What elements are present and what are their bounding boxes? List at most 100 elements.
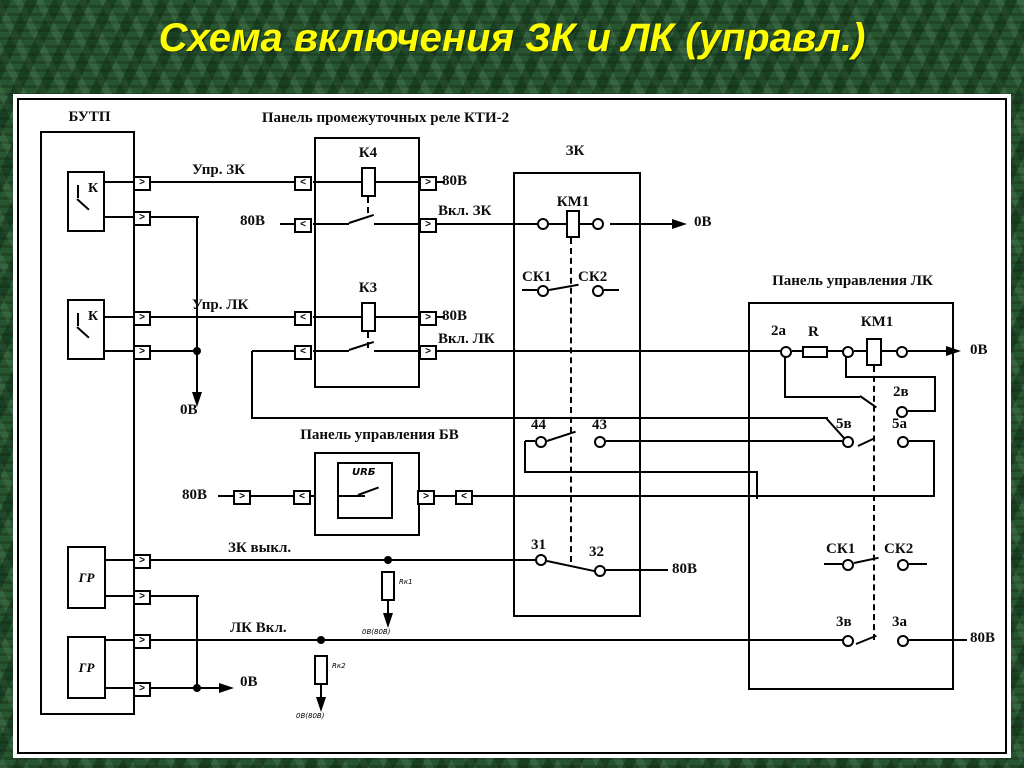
wire	[908, 350, 948, 352]
wire	[196, 351, 198, 393]
wire	[854, 350, 868, 352]
wire	[433, 495, 457, 497]
terminal	[842, 436, 854, 448]
junction-dot	[193, 347, 201, 355]
wire	[604, 289, 619, 291]
wire	[909, 563, 927, 565]
relay2-k-label: К	[88, 309, 99, 324]
wire-label-zk-vykl: ЗК выкл.	[228, 540, 292, 556]
wire	[471, 495, 935, 497]
contact-43-label: 43	[592, 417, 607, 433]
wire	[104, 687, 199, 689]
wire	[376, 316, 419, 318]
relay-link-dashed	[570, 238, 572, 562]
plug-icon: >	[419, 311, 437, 326]
socket-icon: <	[294, 345, 312, 360]
lk-sk2-label: СК2	[884, 541, 914, 557]
bv-urb-label: URБ	[352, 467, 376, 478]
plug-icon: >	[233, 490, 251, 505]
contact-32-label: 32	[589, 544, 604, 560]
zk-km1-coil	[566, 210, 580, 238]
wire	[252, 350, 297, 352]
wire	[313, 223, 349, 225]
plug-icon: >	[419, 218, 437, 233]
wire	[104, 639, 844, 641]
terminal-5a-label: 5а	[892, 416, 907, 432]
terminal	[594, 565, 606, 577]
wire	[249, 495, 295, 497]
lk-sk1-label: СК1	[826, 541, 856, 557]
arrow-down-icon	[383, 613, 393, 628]
butp-relay2-box	[67, 299, 105, 360]
junction-dot	[193, 684, 201, 692]
k4-label: К4	[358, 145, 378, 161]
wire	[909, 440, 935, 442]
gr1-label: ГР	[78, 569, 95, 585]
wire-label-upr-lk: Упр. ЛК	[192, 297, 249, 313]
k3-coil	[361, 302, 376, 332]
junction-dot	[317, 636, 325, 644]
zk-km1-label: КМ1	[556, 194, 590, 210]
wire	[522, 289, 537, 291]
resistor-r2-voltage: 0В(80В)	[296, 712, 325, 720]
relay1-k-label: К	[88, 181, 99, 196]
terminal	[537, 285, 549, 297]
lk-km1-coil	[866, 338, 882, 366]
socket-icon: <	[455, 490, 473, 505]
relay-link-dashed	[367, 332, 369, 348]
terminal	[592, 285, 604, 297]
wire	[933, 442, 935, 497]
terminal	[897, 635, 909, 647]
plug-icon: >	[133, 634, 151, 649]
terminal	[896, 406, 908, 418]
wire-label-80v: 80В	[442, 308, 468, 324]
contact-31-label: 31	[531, 537, 546, 553]
wire	[784, 396, 860, 398]
wire	[524, 471, 758, 473]
terminal	[896, 346, 908, 358]
resistor-r1-label: Rк1	[399, 578, 413, 586]
wire	[436, 316, 445, 318]
butp-gr2-box: ГР	[67, 636, 106, 699]
relay-switch-icon	[77, 313, 79, 326]
wire	[610, 223, 672, 225]
wire	[280, 223, 296, 225]
kti2-panel-box	[314, 137, 420, 388]
terminal	[780, 346, 792, 358]
lk-km1-label: КМ1	[860, 314, 894, 330]
resistor-r2	[314, 655, 328, 685]
wire	[104, 181, 297, 183]
wire-label-lk-vkl: ЛК Вкл.	[230, 620, 287, 636]
terminal	[535, 554, 547, 566]
wire	[313, 350, 349, 352]
resistor-r2-label: Rк2	[332, 662, 346, 670]
terminal	[842, 635, 854, 647]
wire-label-80v: 80В	[182, 487, 208, 503]
plug-icon: >	[133, 176, 151, 191]
plug-icon: >	[419, 176, 437, 191]
wire	[104, 559, 536, 561]
wire	[882, 350, 898, 352]
wire	[580, 223, 592, 225]
wire	[339, 495, 365, 497]
wire	[828, 350, 844, 352]
terminal-2v-label: 2в	[893, 384, 909, 400]
socket-icon: <	[294, 311, 312, 326]
relay-switch-icon	[77, 185, 79, 198]
terminal-3v-label: 3в	[836, 614, 852, 630]
wire	[104, 216, 199, 218]
terminal	[842, 559, 854, 571]
bv-title: Панель управления БВ	[300, 427, 459, 443]
wire	[908, 410, 936, 412]
contact-44-label: 44	[531, 417, 546, 433]
plug-icon: >	[133, 554, 151, 569]
wire-label-80v: 80В	[970, 630, 996, 646]
wire	[199, 687, 219, 689]
plug-icon: >	[133, 311, 151, 326]
terminal	[535, 436, 547, 448]
kti2-title: Панель промежуточных реле КТИ-2	[261, 110, 510, 126]
wire-label-0v: 0В	[970, 342, 988, 358]
wire-label-0v: 0В	[180, 402, 198, 418]
wire	[376, 181, 419, 183]
wire-label-vkl-lk: Вкл. ЛК	[438, 331, 495, 347]
